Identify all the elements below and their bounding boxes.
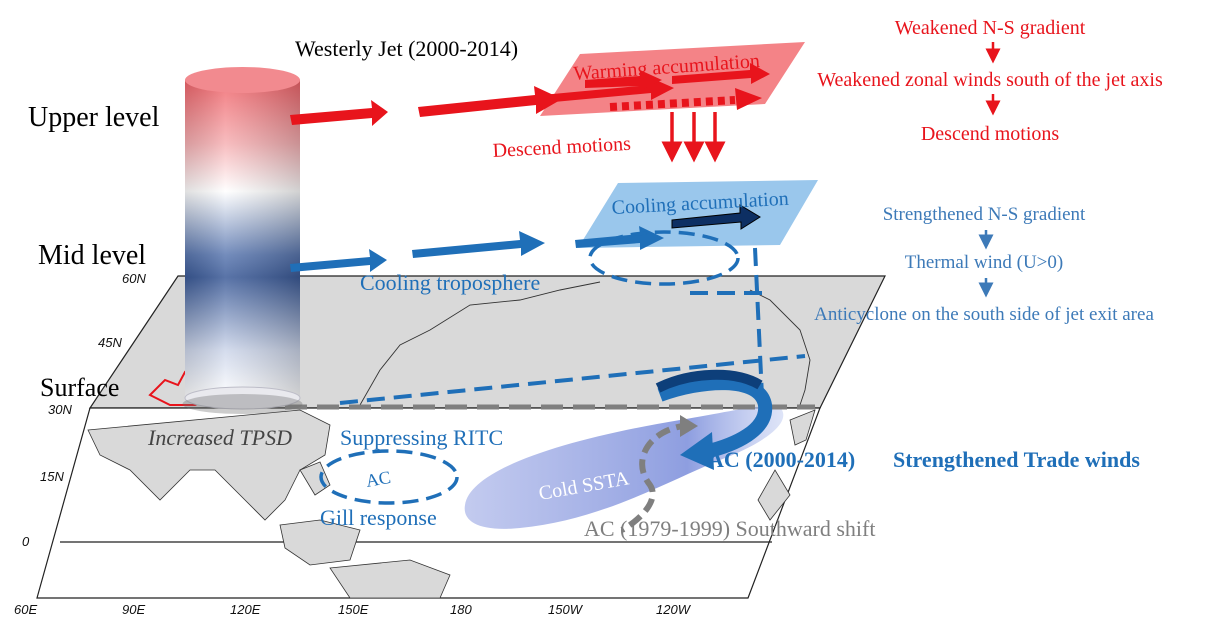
- label-mid-level: Mid level: [38, 240, 146, 271]
- right-blue-line3: Anticyclone on the south side of jet exi…: [814, 304, 1154, 325]
- cooling-troposphere-label: Cooling troposphere: [360, 270, 540, 295]
- ac-recent-label: AC (2000-2014): [708, 447, 855, 472]
- lat-tick-30n: 30N: [48, 402, 72, 417]
- label-surface: Surface: [40, 373, 119, 402]
- ac-past-label: AC (1979-1999) Southward shift: [584, 516, 875, 541]
- vertical-column-cylinder: [182, 67, 303, 414]
- lat-tick-60n: 60N: [122, 271, 146, 286]
- lon-tick-150w: 150W: [548, 602, 584, 617]
- jet-title: Westerly Jet (2000-2014): [295, 36, 518, 61]
- label-upper-level: Upper level: [28, 102, 160, 133]
- cooling-accumulation-plane: [578, 180, 818, 248]
- upper-jet-arrows: [290, 63, 770, 126]
- upper-dotted-arrow: [609, 88, 762, 111]
- lat-tick-15n: 15N: [40, 469, 64, 484]
- right-red-line2: Weakened zonal winds south of the jet ax…: [817, 69, 1163, 91]
- descend-motion-arrows: [661, 112, 726, 163]
- increased-tpsd-label: Increased TPSD: [147, 425, 292, 450]
- lat-tick-45n: 45N: [98, 335, 122, 350]
- surface-ac-label: AC: [364, 467, 392, 491]
- lon-tick-150e: 150E: [338, 602, 369, 617]
- right-blue-line2: Thermal wind (U>0): [905, 252, 1063, 273]
- right-blue-line1: Strengthened N-S gradient: [883, 204, 1086, 225]
- right-red-line1: Weakened N-S gradient: [895, 17, 1086, 39]
- land-masses: [87, 409, 816, 599]
- lon-tick-60e: 60E: [14, 602, 37, 617]
- gill-response-label: Gill response: [320, 505, 437, 530]
- cooling-dark-arrow: [671, 204, 761, 230]
- right-red-line3: Descend motions: [921, 123, 1060, 145]
- blue-dashed-projection: [339, 247, 806, 405]
- descend-motions-label: Descend motions: [492, 133, 631, 162]
- lon-tick-180: 180: [450, 602, 472, 617]
- trade-winds-label: Strengthened Trade winds: [893, 447, 1140, 472]
- ac-past-curved-arrow: [620, 415, 698, 533]
- lon-tick-120w: 120W: [656, 602, 692, 617]
- ac-recent-curved-arrow: [655, 369, 773, 470]
- lon-tick-90e: 90E: [122, 602, 145, 617]
- mid-ac-label: AC: [640, 246, 668, 270]
- suppressing-ritc-label: Suppressing RITC: [340, 425, 503, 450]
- lat-tick-0: 0: [22, 534, 30, 549]
- coastline-upper: [359, 281, 811, 406]
- lon-tick-120e: 120E: [230, 602, 261, 617]
- mid-ac-ellipse: [588, 230, 740, 286]
- cold-ssta-region: [464, 405, 784, 529]
- surface-ac-ellipse: [319, 449, 459, 505]
